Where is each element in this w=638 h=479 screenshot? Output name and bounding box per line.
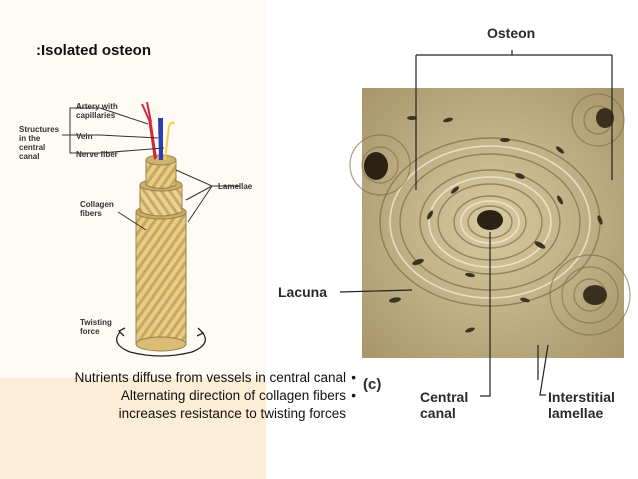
label-nerve: Nerve fiber xyxy=(76,150,118,159)
artery-vessel xyxy=(148,118,157,160)
label-osteon: Osteon xyxy=(487,25,536,41)
label-vein: Vein xyxy=(76,132,93,141)
middle-lamella xyxy=(139,184,183,217)
left-bottom-tint xyxy=(0,378,266,479)
label-central-canal: Central canal xyxy=(420,389,469,421)
slide-title: :Isolated osteon xyxy=(36,42,152,59)
label-collagen: Collagen fibers xyxy=(80,200,114,218)
illustration-leaders xyxy=(62,107,240,231)
twisting-arrow xyxy=(116,331,206,357)
central-canal-hole xyxy=(477,210,503,230)
bullet-list: Nutrients diffuse from vessels in centra… xyxy=(0,369,356,423)
bullet-item: Nutrients diffuse from vessels in centra… xyxy=(74,370,356,385)
bullet-item: Alternating direction of collagen fibers… xyxy=(120,388,356,403)
inner-lamella xyxy=(145,159,177,189)
label-lamellae: Lamellae xyxy=(218,182,253,191)
panel-label: (c) xyxy=(363,376,382,393)
vein-vessel xyxy=(158,118,163,160)
osteon-illustration xyxy=(116,101,206,357)
cylinder-base xyxy=(135,336,187,352)
label-lacuna: Lacuna xyxy=(278,284,328,300)
label-artery: Artery with capillaries xyxy=(76,102,118,120)
label-structures: Structures in the central canal xyxy=(19,125,60,161)
outer-lamella xyxy=(135,211,187,351)
label-interstitial-lamellae: Interstitial lamellae xyxy=(548,389,615,421)
bullet-item-continuation: increases resistance to twisting forces xyxy=(118,406,346,421)
bone-micrograph xyxy=(349,88,631,358)
label-twisting: Twisting force xyxy=(80,318,112,336)
nerve-fiber xyxy=(164,126,170,160)
micrograph-leaders xyxy=(339,50,613,397)
